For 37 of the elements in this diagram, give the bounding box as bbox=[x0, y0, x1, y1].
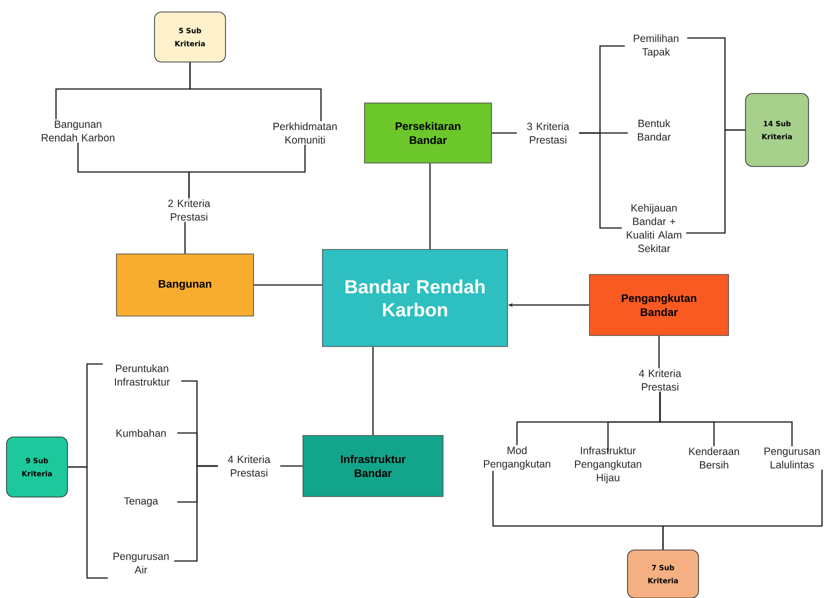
criteria-text: 3 Kriteria Prestasi bbox=[527, 122, 570, 144]
item-text: Bangunan Rendah Karbon bbox=[42, 120, 114, 142]
item-text: Bentuk Bandar bbox=[638, 119, 671, 141]
connector-line bbox=[280, 465, 303, 467]
connector-line bbox=[184, 222, 186, 254]
connector-line bbox=[372, 346, 374, 436]
connector-line bbox=[429, 163, 431, 250]
item-text: Kumbahan bbox=[116, 429, 166, 437]
connector-line bbox=[662, 470, 823, 550]
item-text: Infrastruktur Pengangkutan Hijau bbox=[575, 446, 642, 484]
category-box: Pengangkutan Bandar bbox=[589, 274, 729, 336]
connector-line bbox=[492, 132, 517, 134]
category-box: Persekitaran Bandar bbox=[364, 102, 492, 164]
criteria-text: 2 Kriteria Prestasi bbox=[168, 199, 210, 221]
connector-line bbox=[68, 466, 108, 579]
connector-line bbox=[174, 465, 218, 562]
connector-line bbox=[188, 144, 306, 198]
connector-line bbox=[189, 62, 322, 122]
criteria-text: 4 Kriteria Prestasi bbox=[638, 369, 682, 391]
criteria-text: 4 Kriteria Prestasi bbox=[228, 455, 270, 477]
item-text: Pengurusan Air bbox=[114, 552, 169, 574]
item-text: Pemilihan Tapak bbox=[634, 34, 678, 58]
item-text: Pengurusan Lalulintas bbox=[764, 448, 820, 468]
item-text: Kehijauan Bandar + Kualiti Alam Sekitar bbox=[626, 204, 682, 252]
connector-line bbox=[579, 132, 622, 229]
connector-line bbox=[659, 392, 793, 446]
connector-line bbox=[686, 129, 746, 234]
central-box: Bandar Rendah Karbon bbox=[322, 249, 508, 347]
item-text: Mod Pengangkutan bbox=[484, 446, 550, 470]
category-box: Infrastruktur Bandar bbox=[302, 435, 444, 497]
item-text: Peruntukan Infrastruktur bbox=[114, 364, 170, 386]
category-box: Bangunan bbox=[116, 254, 254, 316]
item-text: Perkhidmatan Komuniti bbox=[273, 122, 337, 144]
item-text: Tenaga bbox=[124, 497, 158, 507]
connector-line bbox=[254, 284, 322, 286]
connector-line bbox=[658, 336, 660, 368]
item-text: Kenderaan Bersih bbox=[689, 447, 739, 469]
